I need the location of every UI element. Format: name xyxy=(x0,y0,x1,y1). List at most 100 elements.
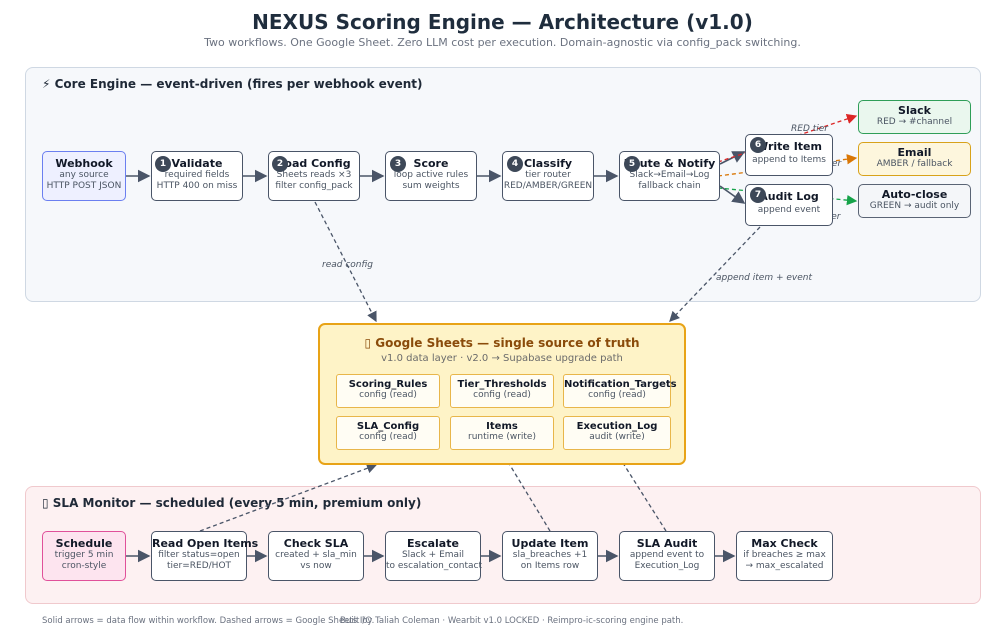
max-check-node[interactable]: Max Check if breaches ≥ max → max_escala… xyxy=(736,531,833,581)
sheets-subtitle: v1.0 data layer · v2.0 → Supabase upgrad… xyxy=(381,353,623,364)
update-item-title: Update Item xyxy=(511,537,589,550)
webhook-line1: any source xyxy=(59,170,109,180)
route-notify-title: Route & Notify xyxy=(623,157,716,170)
sheet-tab-mode: config (read) xyxy=(359,390,417,400)
sheet-tab-scoring-rules[interactable]: Scoring_Rules config (read) xyxy=(336,374,440,408)
classify-line1: tier router xyxy=(525,170,571,180)
step-1-badge: 1 xyxy=(155,156,171,172)
max-check-line2: → max_escalated xyxy=(745,561,824,571)
score-node[interactable]: Score loop active rules sum weights xyxy=(385,151,477,201)
validate-node[interactable]: Validate required fields HTTP 400 on mis… xyxy=(151,151,243,201)
schedule-node[interactable]: Schedule trigger 5 min cron-style xyxy=(42,531,126,581)
edge-append-execution-log xyxy=(615,450,667,532)
sheet-tab-mode: config (read) xyxy=(359,432,417,442)
score-line2: sum weights xyxy=(402,181,460,191)
route-notify-node[interactable]: Route & Notify Slack→Email→Log fallback … xyxy=(619,151,720,201)
sheet-tab-items[interactable]: Items runtime (write) xyxy=(450,416,554,450)
append-item-event-label: append item + event xyxy=(716,273,812,283)
sheet-tab-name: Items xyxy=(486,421,518,432)
diagram-subtitle: Two workflows. One Google Sheet. Zero LL… xyxy=(204,36,801,49)
sheet-tab-name: Notification_Targets xyxy=(564,379,677,390)
score-title: Score xyxy=(413,157,449,170)
escalate-title: Escalate xyxy=(407,537,459,550)
diagram-title: NEXUS Scoring Engine — Architecture (v1.… xyxy=(252,10,753,34)
footer-credit: Built by Taliah Coleman · Wearbit v1.0 L… xyxy=(340,616,684,626)
max-check-line1: if breaches ≥ max xyxy=(743,550,826,560)
step-4-badge: 4 xyxy=(507,156,523,172)
auto-close-node[interactable]: Auto-close GREEN → audit only xyxy=(858,184,971,218)
escalate-line1: Slack + Email xyxy=(401,550,465,560)
sheet-tab-tier-thresholds[interactable]: Tier_Thresholds config (read) xyxy=(450,374,554,408)
update-item-node[interactable]: Update Item sla_breaches +1 on Items row xyxy=(502,531,598,581)
score-line1: loop active rules xyxy=(393,170,469,180)
auto-close-line1: GREEN → audit only xyxy=(869,201,960,211)
google-sheets-block: ▯ Google Sheets — single source of truth… xyxy=(318,323,686,465)
sheet-tab-mode: audit (write) xyxy=(589,432,645,442)
audit-log-title: Audit Log xyxy=(759,190,819,203)
slack-line1: RED → #channel xyxy=(876,117,953,127)
load-config-title: Load Config xyxy=(277,157,351,170)
sheet-tab-execution-log[interactable]: Execution_Log audit (write) xyxy=(563,416,671,450)
edge-read-config xyxy=(314,201,377,323)
sla-audit-title: SLA Audit xyxy=(636,537,698,550)
write-item-title: Write Item xyxy=(756,140,822,153)
load-config-line2: filter config_pack xyxy=(275,181,353,191)
auto-close-title: Auto-close xyxy=(881,188,948,201)
sheet-tab-mode: config (read) xyxy=(473,390,531,400)
read-open-items-node[interactable]: Read Open Items filter status=open tier=… xyxy=(151,531,259,581)
step-3-badge: 3 xyxy=(390,156,406,172)
validate-line1: required fields xyxy=(164,170,230,180)
check-sla-node[interactable]: Check SLA created + sla_min vs now xyxy=(268,531,364,581)
update-item-line2: on Items row xyxy=(520,561,580,571)
red-tier-label: RED tier xyxy=(791,124,828,134)
sla-audit-node[interactable]: SLA Audit append event to Execution_Log xyxy=(619,531,715,581)
sla-audit-line2: Execution_Log xyxy=(634,561,700,571)
read-open-items-title: Read Open Items xyxy=(152,537,259,550)
route-notify-line2: fallback chain xyxy=(638,181,701,191)
schedule-title: Schedule xyxy=(55,537,113,550)
slack-title: Slack xyxy=(898,104,931,117)
sheet-tab-notification-targets[interactable]: Notification_Targets config (read) xyxy=(563,374,677,408)
step-5-badge: 5 xyxy=(624,156,640,172)
edge-route-audit xyxy=(719,185,746,204)
validate-line2: HTTP 400 on miss xyxy=(156,181,238,191)
email-line1: AMBER / fallback xyxy=(876,159,953,169)
sheet-tab-sla-config[interactable]: SLA_Config config (read) xyxy=(336,416,440,450)
classify-title: Classify xyxy=(523,157,573,170)
audit-log-line1: append event xyxy=(757,205,821,215)
sheet-tab-name: SLA_Config xyxy=(356,421,420,432)
webhook-title: Webhook xyxy=(55,157,113,170)
email-title: Email xyxy=(897,146,932,159)
route-notify-line1: Slack→Email→Log xyxy=(629,170,710,180)
escalate-node[interactable]: Escalate Slack + Email to escalation_con… xyxy=(385,531,483,581)
sheet-tab-name: Execution_Log xyxy=(576,421,658,432)
edge-read-open-items xyxy=(199,463,378,532)
update-item-line1: sla_breaches +1 xyxy=(512,550,588,560)
sheet-tab-mode: runtime (write) xyxy=(468,432,536,442)
check-sla-line1: created + sla_min xyxy=(275,550,357,560)
core-engine-title: ⚡ Core Engine — event-driven (fires per … xyxy=(42,77,423,91)
read-open-items-line2: tier=RED/HOT xyxy=(166,561,232,571)
step-6-badge: 6 xyxy=(750,137,766,153)
edge-amber-tier xyxy=(717,154,858,177)
sla-monitor-title: ▯ SLA Monitor — scheduled (every 5 min, … xyxy=(42,496,422,510)
footer-legend: Solid arrows = data flow within workflow… xyxy=(42,616,375,626)
check-sla-title: Check SLA xyxy=(283,537,349,550)
edge-append-item-event xyxy=(669,226,761,322)
check-sla-line2: vs now xyxy=(300,561,332,571)
edge-green-tier xyxy=(717,187,858,206)
escalate-line2: to escalation_contact xyxy=(386,561,483,571)
load-config-line1: Sheets reads ×3 xyxy=(276,170,352,180)
schedule-line1: trigger 5 min xyxy=(54,550,114,560)
schedule-line2: cron-style xyxy=(61,561,107,571)
sheets-title: ▯ Google Sheets — single source of truth xyxy=(364,336,640,350)
sheet-tab-name: Tier_Thresholds xyxy=(457,379,547,390)
validate-title: Validate xyxy=(171,157,223,170)
webhook-node[interactable]: Webhook any source HTTP POST JSON xyxy=(42,151,126,201)
sheet-tab-mode: config (read) xyxy=(588,390,646,400)
max-check-title: Max Check xyxy=(751,537,818,550)
slack-node[interactable]: Slack RED → #channel xyxy=(858,100,971,134)
edge-update-items-row xyxy=(501,450,551,532)
email-node[interactable]: Email AMBER / fallback xyxy=(858,142,971,176)
step-2-badge: 2 xyxy=(272,156,288,172)
